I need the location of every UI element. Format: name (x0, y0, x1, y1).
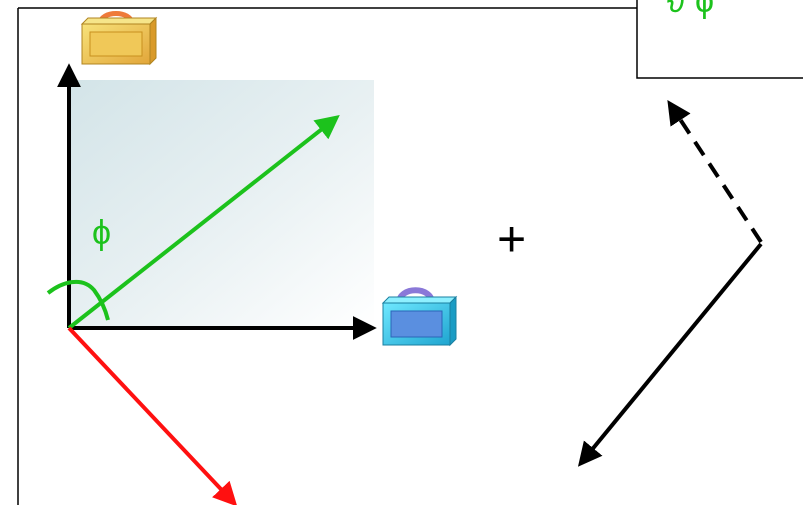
angle-label-phi: ϕ (92, 214, 111, 252)
corner-box-text: ϑ ϕ (667, 0, 714, 20)
solid-vector (577, 242, 763, 467)
plus-operator: + (497, 211, 526, 267)
yellow-toolbox-icon (80, 11, 158, 66)
angle-arc (46, 279, 110, 321)
green-state-vector (67, 115, 340, 330)
corner-box (636, 0, 803, 79)
cyan-toolbox-icon (381, 287, 458, 347)
red-state-vector (67, 326, 238, 505)
dashed-vector (667, 99, 763, 244)
